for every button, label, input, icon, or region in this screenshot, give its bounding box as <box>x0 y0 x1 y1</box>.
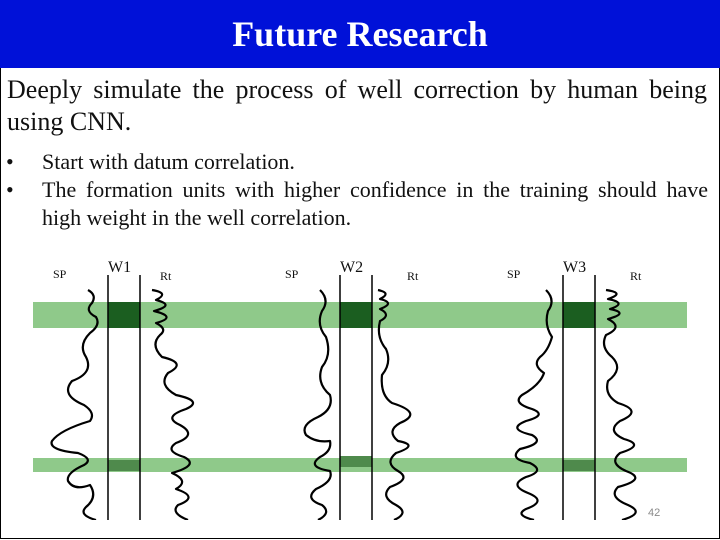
w1-sp-label: SP <box>53 267 67 281</box>
title-bar <box>0 0 720 68</box>
bullet-marker: • <box>6 149 14 174</box>
w1-well-label: W1 <box>108 259 131 276</box>
w2-upper-unit <box>340 302 372 328</box>
bullet-marker: • <box>6 177 14 202</box>
page-number: 42 <box>648 507 661 519</box>
w1-sp-curve <box>50 289 99 520</box>
w1-rt-curve <box>151 288 195 520</box>
bullet-text: Start with datum correlation. <box>42 149 295 174</box>
bullet-item: • Start with datum correlation. <box>6 148 708 176</box>
bullet-text: The formation units with higher confiden… <box>42 177 708 230</box>
w3-rt-label: Rt <box>630 269 642 283</box>
w1-lower-unit <box>108 460 140 471</box>
bullet-item: • The formation units with higher confid… <box>6 176 708 232</box>
bullet-list: • Start with datum correlation. • The fo… <box>6 148 708 232</box>
w3-lower-unit <box>563 460 595 471</box>
w1-rt-label: Rt <box>160 269 172 283</box>
w3-rt-curve <box>602 288 637 520</box>
w2-rt-curve <box>377 288 412 520</box>
w2-lower-unit <box>340 456 372 467</box>
w3-sp-curve <box>514 289 554 520</box>
w2-sp-label: SP <box>285 267 299 281</box>
w2-well-label: W2 <box>340 259 363 276</box>
w3-upper-unit <box>563 302 595 328</box>
w1-upper-unit <box>108 302 140 328</box>
intro-text: Deeply simulate the process of well corr… <box>7 75 707 136</box>
w3-well-label: W3 <box>563 259 586 276</box>
slide-title: Future Research <box>232 14 488 54</box>
w3-sp-label: SP <box>507 267 521 281</box>
w2-sp-curve <box>303 289 332 520</box>
w2-rt-label: Rt <box>407 269 419 283</box>
well-correlation-diagram: SP W1 Rt SP W2 Rt SP W3 Rt <box>33 259 687 520</box>
